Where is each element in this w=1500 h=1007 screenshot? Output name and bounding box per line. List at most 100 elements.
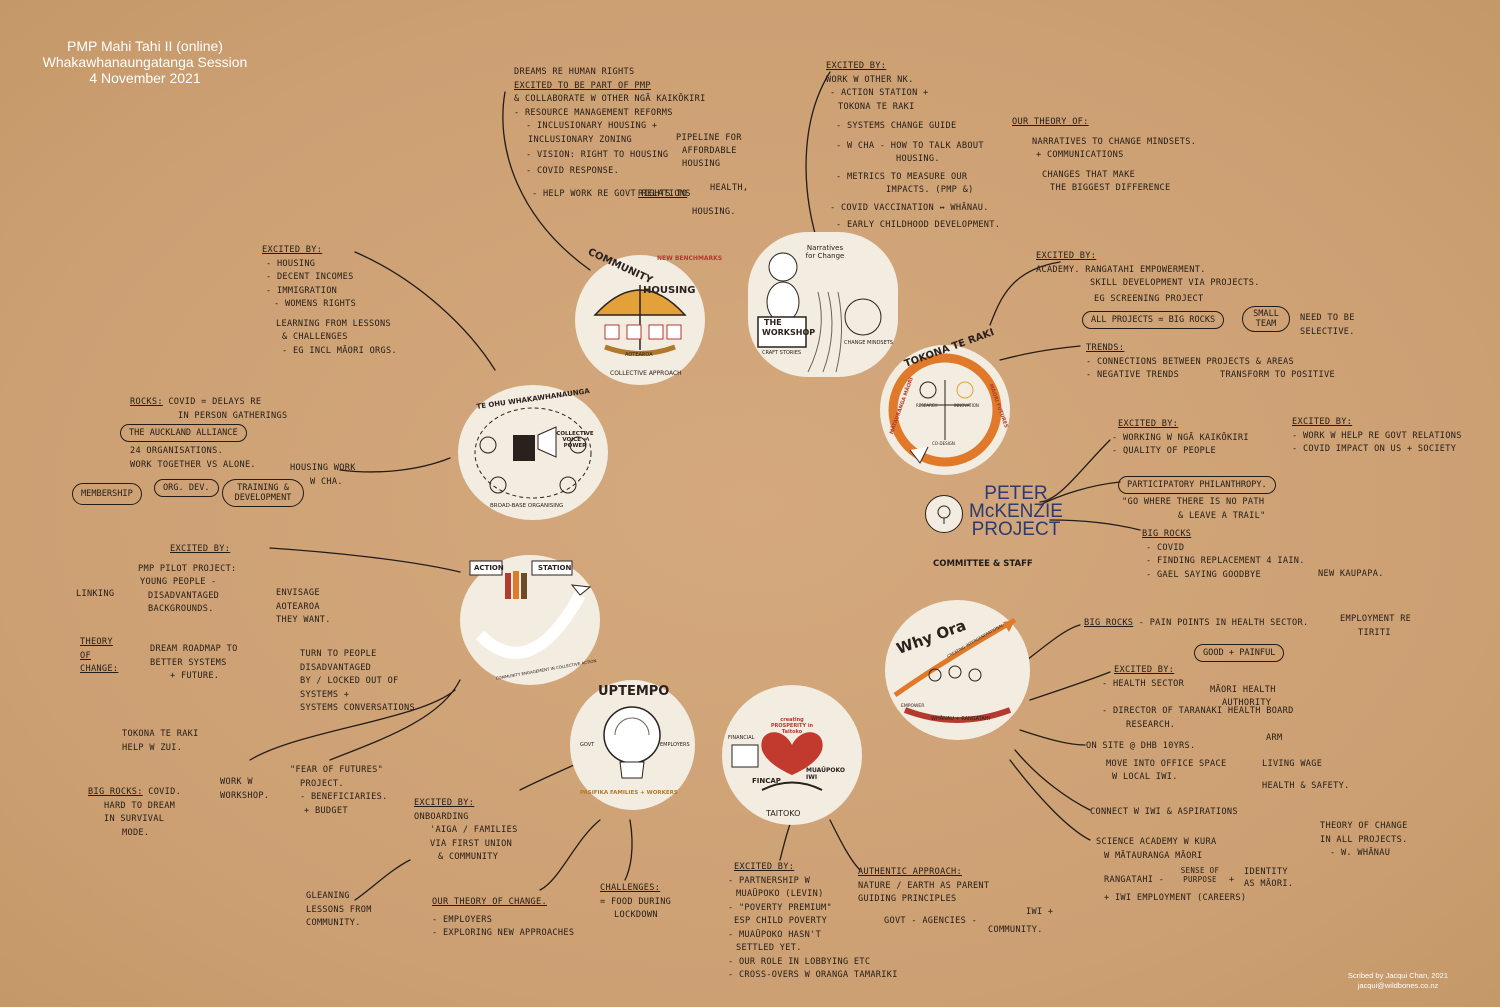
note: IMPACTS. (PMP &) bbox=[886, 184, 1000, 198]
note: DREAM ROADMAP TO bbox=[150, 643, 238, 657]
note: ARM bbox=[1266, 732, 1282, 746]
community-housing-tag: NEW BENCHMARKS bbox=[657, 255, 722, 262]
title-line-1: PMP Mahi Tahi II (online) bbox=[40, 38, 250, 54]
note: & CHALLENGES bbox=[282, 331, 397, 345]
pmp-name: PETER McKENZIE PROJECT bbox=[969, 485, 1063, 539]
action-turn: TURN TO PEOPLE DISADVANTAGED BY / LOCKED… bbox=[300, 648, 415, 716]
note: & COLLABORATE W OTHER NGĀ KAIKŌKIRI bbox=[514, 93, 706, 107]
note: ENVISAGE bbox=[276, 587, 331, 601]
note: TRENDS: bbox=[1086, 342, 1294, 356]
note: ON SITE @ DHB 10YRS. bbox=[1086, 740, 1226, 754]
note: BY / LOCKED OUT OF bbox=[300, 675, 415, 689]
note: OUR THEORY OF: bbox=[1012, 116, 1196, 130]
note-linking: LINKING bbox=[76, 588, 114, 602]
note: HEALTH & SAFETY. bbox=[1262, 780, 1350, 794]
note: + bbox=[1229, 874, 1234, 888]
taitoko-fincap: FINCAP bbox=[752, 777, 781, 785]
action-fear: "FEAR OF FUTURES" PROJECT. - BENEFICIARI… bbox=[290, 764, 388, 818]
note: VIA FIRST UNION bbox=[430, 838, 518, 852]
whyora-employment: EMPLOYMENT RE TIRITI bbox=[1340, 613, 1411, 640]
taitoko-financial: FINANCIAL bbox=[728, 735, 754, 741]
pmp-logo: PETER McKENZIE PROJECT COMMITTEE & STAFF bbox=[925, 485, 1045, 575]
workshop-title-2: WORKSHOP bbox=[762, 328, 815, 337]
note: - HOUSING bbox=[266, 258, 397, 272]
tokona-innovation: INNOVATION bbox=[954, 403, 979, 408]
note: - CONNECTIONS BETWEEN PROJECTS & AREAS bbox=[1086, 356, 1294, 370]
credit-line-2: jacqui@wildbones.co.nz bbox=[1348, 981, 1448, 991]
taitoko-title: TAITOKO bbox=[766, 809, 800, 818]
scribe-credit: Scribed by Jacqui Chan, 2021 jacqui@wild… bbox=[1348, 971, 1448, 991]
pmp-sub: COMMITTEE & STAFF bbox=[933, 559, 1033, 569]
note: THEORY bbox=[80, 636, 118, 650]
note: EXCITED BY: bbox=[414, 797, 518, 811]
note: NEED TO BE bbox=[1300, 312, 1355, 326]
note: - QUALITY OF PEOPLE bbox=[1112, 445, 1249, 459]
note: BETTER SYSTEMS bbox=[150, 657, 238, 671]
membership-pill: MEMBERSHIP bbox=[72, 483, 142, 505]
uptempo-gleaning: GLEANING LESSONS FROM COMMUNITY. bbox=[306, 890, 372, 931]
ch-top-notes: DREAMS RE HUMAN RIGHTS EXCITED TO BE PAR… bbox=[514, 66, 706, 202]
note: MOVE INTO OFFICE SPACE bbox=[1106, 758, 1226, 772]
note: MODE. bbox=[122, 827, 181, 841]
note: - VISION: RIGHT TO HOUSING bbox=[526, 149, 706, 163]
auckland-alliance-pill: THE AUCKLAND ALLIANCE bbox=[120, 424, 247, 442]
line-action-excited bbox=[270, 548, 460, 572]
note: THE BIGGEST DIFFERENCE bbox=[1050, 182, 1196, 196]
note: WORK TOGETHER VS ALONE. bbox=[130, 459, 256, 473]
note: BIG ROCKS bbox=[1084, 618, 1133, 628]
note: W LOCAL IWI. bbox=[1112, 771, 1226, 785]
taitoko-muaupoko: MUAŪPOKO IWI bbox=[806, 767, 856, 781]
line-uptempo-challenges bbox=[625, 820, 632, 880]
note: - RESOURCE MANAGEMENT REFORMS bbox=[514, 107, 706, 121]
note: SCIENCE ACADEMY W KURA bbox=[1096, 836, 1216, 850]
note: - METRICS TO MEASURE OUR bbox=[836, 171, 1000, 185]
tokona-co: CO-DESIGN bbox=[932, 441, 955, 446]
note: SENSE OF PURPOSE bbox=[1174, 866, 1226, 884]
note: - CROSS-OVERS W ORANGA TAMARIKI bbox=[728, 969, 898, 983]
note: WORK W OTHER NK. bbox=[826, 74, 1000, 88]
note: BIG ROCKS bbox=[1142, 528, 1305, 542]
note: NARRATIVES TO CHANGE MINDSETS. bbox=[1032, 136, 1196, 150]
note: DISADVANTAGED bbox=[300, 662, 415, 676]
workshop-sub: CRAFT STORIES bbox=[762, 350, 801, 356]
note: LESSONS FROM bbox=[306, 904, 372, 918]
note: TRANSFORM TO POSITIVE bbox=[1220, 369, 1335, 383]
note: LOCKDOWN bbox=[614, 909, 671, 923]
training-pill: TRAINING & DEVELOPMENT bbox=[222, 479, 304, 507]
note: BACKGROUNDS. bbox=[148, 603, 237, 617]
note: AFFORDABLE bbox=[682, 145, 737, 159]
note: LEARNING FROM LESSONS bbox=[276, 318, 397, 332]
note: - WORKING W NGĀ KAIKŌKIRI bbox=[1112, 432, 1249, 446]
line-tok-trends bbox=[1000, 346, 1080, 360]
lightbulb-logo-icon bbox=[925, 495, 963, 533]
participatory-pill: PARTICIPATORY PHILANTHROPY. bbox=[1118, 476, 1276, 494]
action-theory-label: THEORY OF CHANGE: bbox=[80, 636, 118, 677]
te-ohu-base: BROAD-BASE ORGANISING bbox=[490, 503, 563, 509]
note: SETTLED YET. bbox=[736, 942, 898, 956]
note: WORKSHOP. bbox=[220, 790, 269, 804]
whyora-excited: EXCITED BY: - HEALTH SECTOR MĀORI HEALTH… bbox=[1102, 664, 1294, 732]
note: - EMPLOYERS bbox=[432, 914, 574, 928]
why-ora-sub: WHĀNAU + RANGATAHI bbox=[931, 716, 990, 722]
action-big-rocks: BIG ROCKS: COVID. HARD TO DREAM IN SURVI… bbox=[88, 786, 181, 840]
note: - IMMIGRATION bbox=[266, 285, 397, 299]
note: W MĀTAURANGA MĀORI bbox=[1104, 850, 1216, 864]
tokona-trends: TRENDS: - CONNECTIONS BETWEEN PROJECTS &… bbox=[1086, 342, 1294, 383]
note: 'AIGA / FAMILIES bbox=[430, 824, 518, 838]
workshop-bubble: Narratives for Change bbox=[803, 244, 847, 260]
heart-icon bbox=[722, 685, 862, 825]
taitoko-emblem: creating PROSPERITY in Taitoko FINANCIAL… bbox=[722, 685, 862, 825]
tokona-notes-2: NEED TO BE SELECTIVE. bbox=[1300, 312, 1355, 339]
note: EXCITED BY: bbox=[1114, 664, 1294, 678]
the-workshop-emblem: Narratives for Change THE WORKSHOP CRAFT… bbox=[748, 232, 898, 377]
note: - EG INCL MĀORI ORGS. bbox=[282, 345, 397, 359]
all-projects-pill: ALL PROJECTS = BIG ROCKS bbox=[1082, 311, 1224, 329]
note: SKILL DEVELOPMENT VIA PROJECTS. bbox=[1090, 277, 1260, 291]
note: - FINDING REPLACEMENT 4 IAIN. bbox=[1146, 555, 1305, 569]
uptempo-theory: OUR THEORY OF CHANGE. - EMPLOYERS - EXPL… bbox=[432, 896, 574, 941]
note: - COVID IMPACT ON US + SOCIETY bbox=[1292, 443, 1462, 457]
whyora-onsite: ON SITE @ DHB 10YRS. MOVE INTO OFFICE SP… bbox=[1086, 740, 1226, 785]
uptempo-employers: EMPLOYERS bbox=[660, 742, 690, 748]
note: IN PERSON GATHERINGS bbox=[178, 410, 287, 424]
